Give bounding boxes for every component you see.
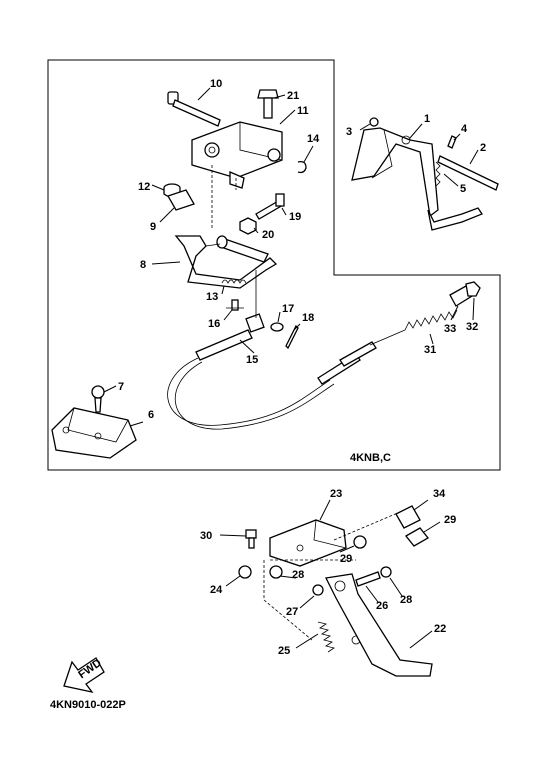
callout-29-right: 29 <box>340 553 352 565</box>
part-6-cover <box>51 407 137 459</box>
callout-28: 28 <box>400 594 412 606</box>
callout-29-left: 28 <box>292 569 304 581</box>
part-31-bolt <box>245 529 257 549</box>
callout-17: 17 <box>282 303 294 315</box>
callout-6: 6 <box>148 409 154 421</box>
callout-9: 9 <box>150 221 156 233</box>
callout-10: 10 <box>210 78 222 90</box>
part-19-bolt <box>255 193 285 220</box>
callout-24: 24 <box>210 584 223 596</box>
callout-27: 27 <box>286 606 298 618</box>
part-29-collars <box>269 535 367 579</box>
part-9-pad <box>167 189 195 211</box>
callout-12: 12 <box>138 181 150 193</box>
callout-4: 4 <box>461 123 468 135</box>
part-18-cotter-pin <box>285 324 299 350</box>
variant-label: 4KNB,C <box>350 452 391 464</box>
callout-3: 3 <box>346 126 352 138</box>
part-4-pin <box>447 135 457 149</box>
part-5-spring <box>435 161 441 187</box>
part-7-screw <box>91 385 105 413</box>
callout-21: 21 <box>287 90 299 102</box>
part-13-spring <box>221 279 247 284</box>
callout-23: 23 <box>330 488 342 500</box>
part-26-bolt <box>355 571 381 587</box>
part-1-center-stand <box>351 127 483 231</box>
cable-joint <box>245 270 265 333</box>
part-16-pin <box>226 299 244 311</box>
callout-26: 26 <box>376 600 388 612</box>
part-32-spring <box>404 309 458 331</box>
part-35-switch <box>395 505 421 529</box>
callout-19: 19 <box>289 211 301 223</box>
callout-16: 16 <box>208 318 220 330</box>
callout-8: 8 <box>140 259 146 271</box>
callout-33: 32 <box>466 321 478 333</box>
callout-7: 7 <box>118 381 124 393</box>
callout-31: 30 <box>200 530 212 542</box>
variant-frame <box>47 59 501 471</box>
part-10-bolt <box>167 91 221 127</box>
part-17-washer <box>270 322 284 332</box>
callout-11: 11 <box>297 105 309 117</box>
part-33-nut <box>465 281 481 297</box>
callout-20: 20 <box>262 229 274 241</box>
callout-15: 15 <box>246 354 258 366</box>
part-24-collar <box>238 565 252 579</box>
part-28-nut <box>380 566 392 578</box>
callout-30: 29 <box>444 514 456 526</box>
callout-25: 25 <box>278 645 290 657</box>
part-21-bolt <box>257 89 279 119</box>
part-23-bracket <box>263 511 401 641</box>
part-25-spring <box>317 621 335 653</box>
part-2-shaft <box>437 155 499 191</box>
part-22-side-stand <box>325 573 433 677</box>
callout-18: 18 <box>302 312 314 324</box>
part-30-bracket <box>405 527 429 547</box>
callout-labels: 10 21 11 14 12 9 19 20 8 13 16 17 18 15 … <box>118 78 486 657</box>
callout-14: 14 <box>307 133 320 145</box>
callout-5: 5 <box>460 183 466 195</box>
callout-34: 33 <box>444 323 456 335</box>
fwd-arrow-icon: FWD <box>63 657 105 693</box>
callout-32: 31 <box>424 344 436 356</box>
part-27-nut <box>312 584 324 596</box>
part-3-washer <box>369 117 379 127</box>
callout-13: 13 <box>206 291 218 303</box>
part-14-clip <box>297 160 307 174</box>
callout-22: 22 <box>434 623 446 635</box>
callout-35: 34 <box>433 488 446 500</box>
callout-2: 2 <box>480 142 486 154</box>
leader-lines <box>103 87 479 649</box>
part-20-nut <box>239 217 257 235</box>
callout-1: 1 <box>424 113 430 125</box>
drawing-code: 4KN9010-022P <box>50 699 126 711</box>
part-15-cable <box>167 329 406 430</box>
part-11-bracket <box>191 121 283 230</box>
part-8-pedal <box>174 235 278 289</box>
